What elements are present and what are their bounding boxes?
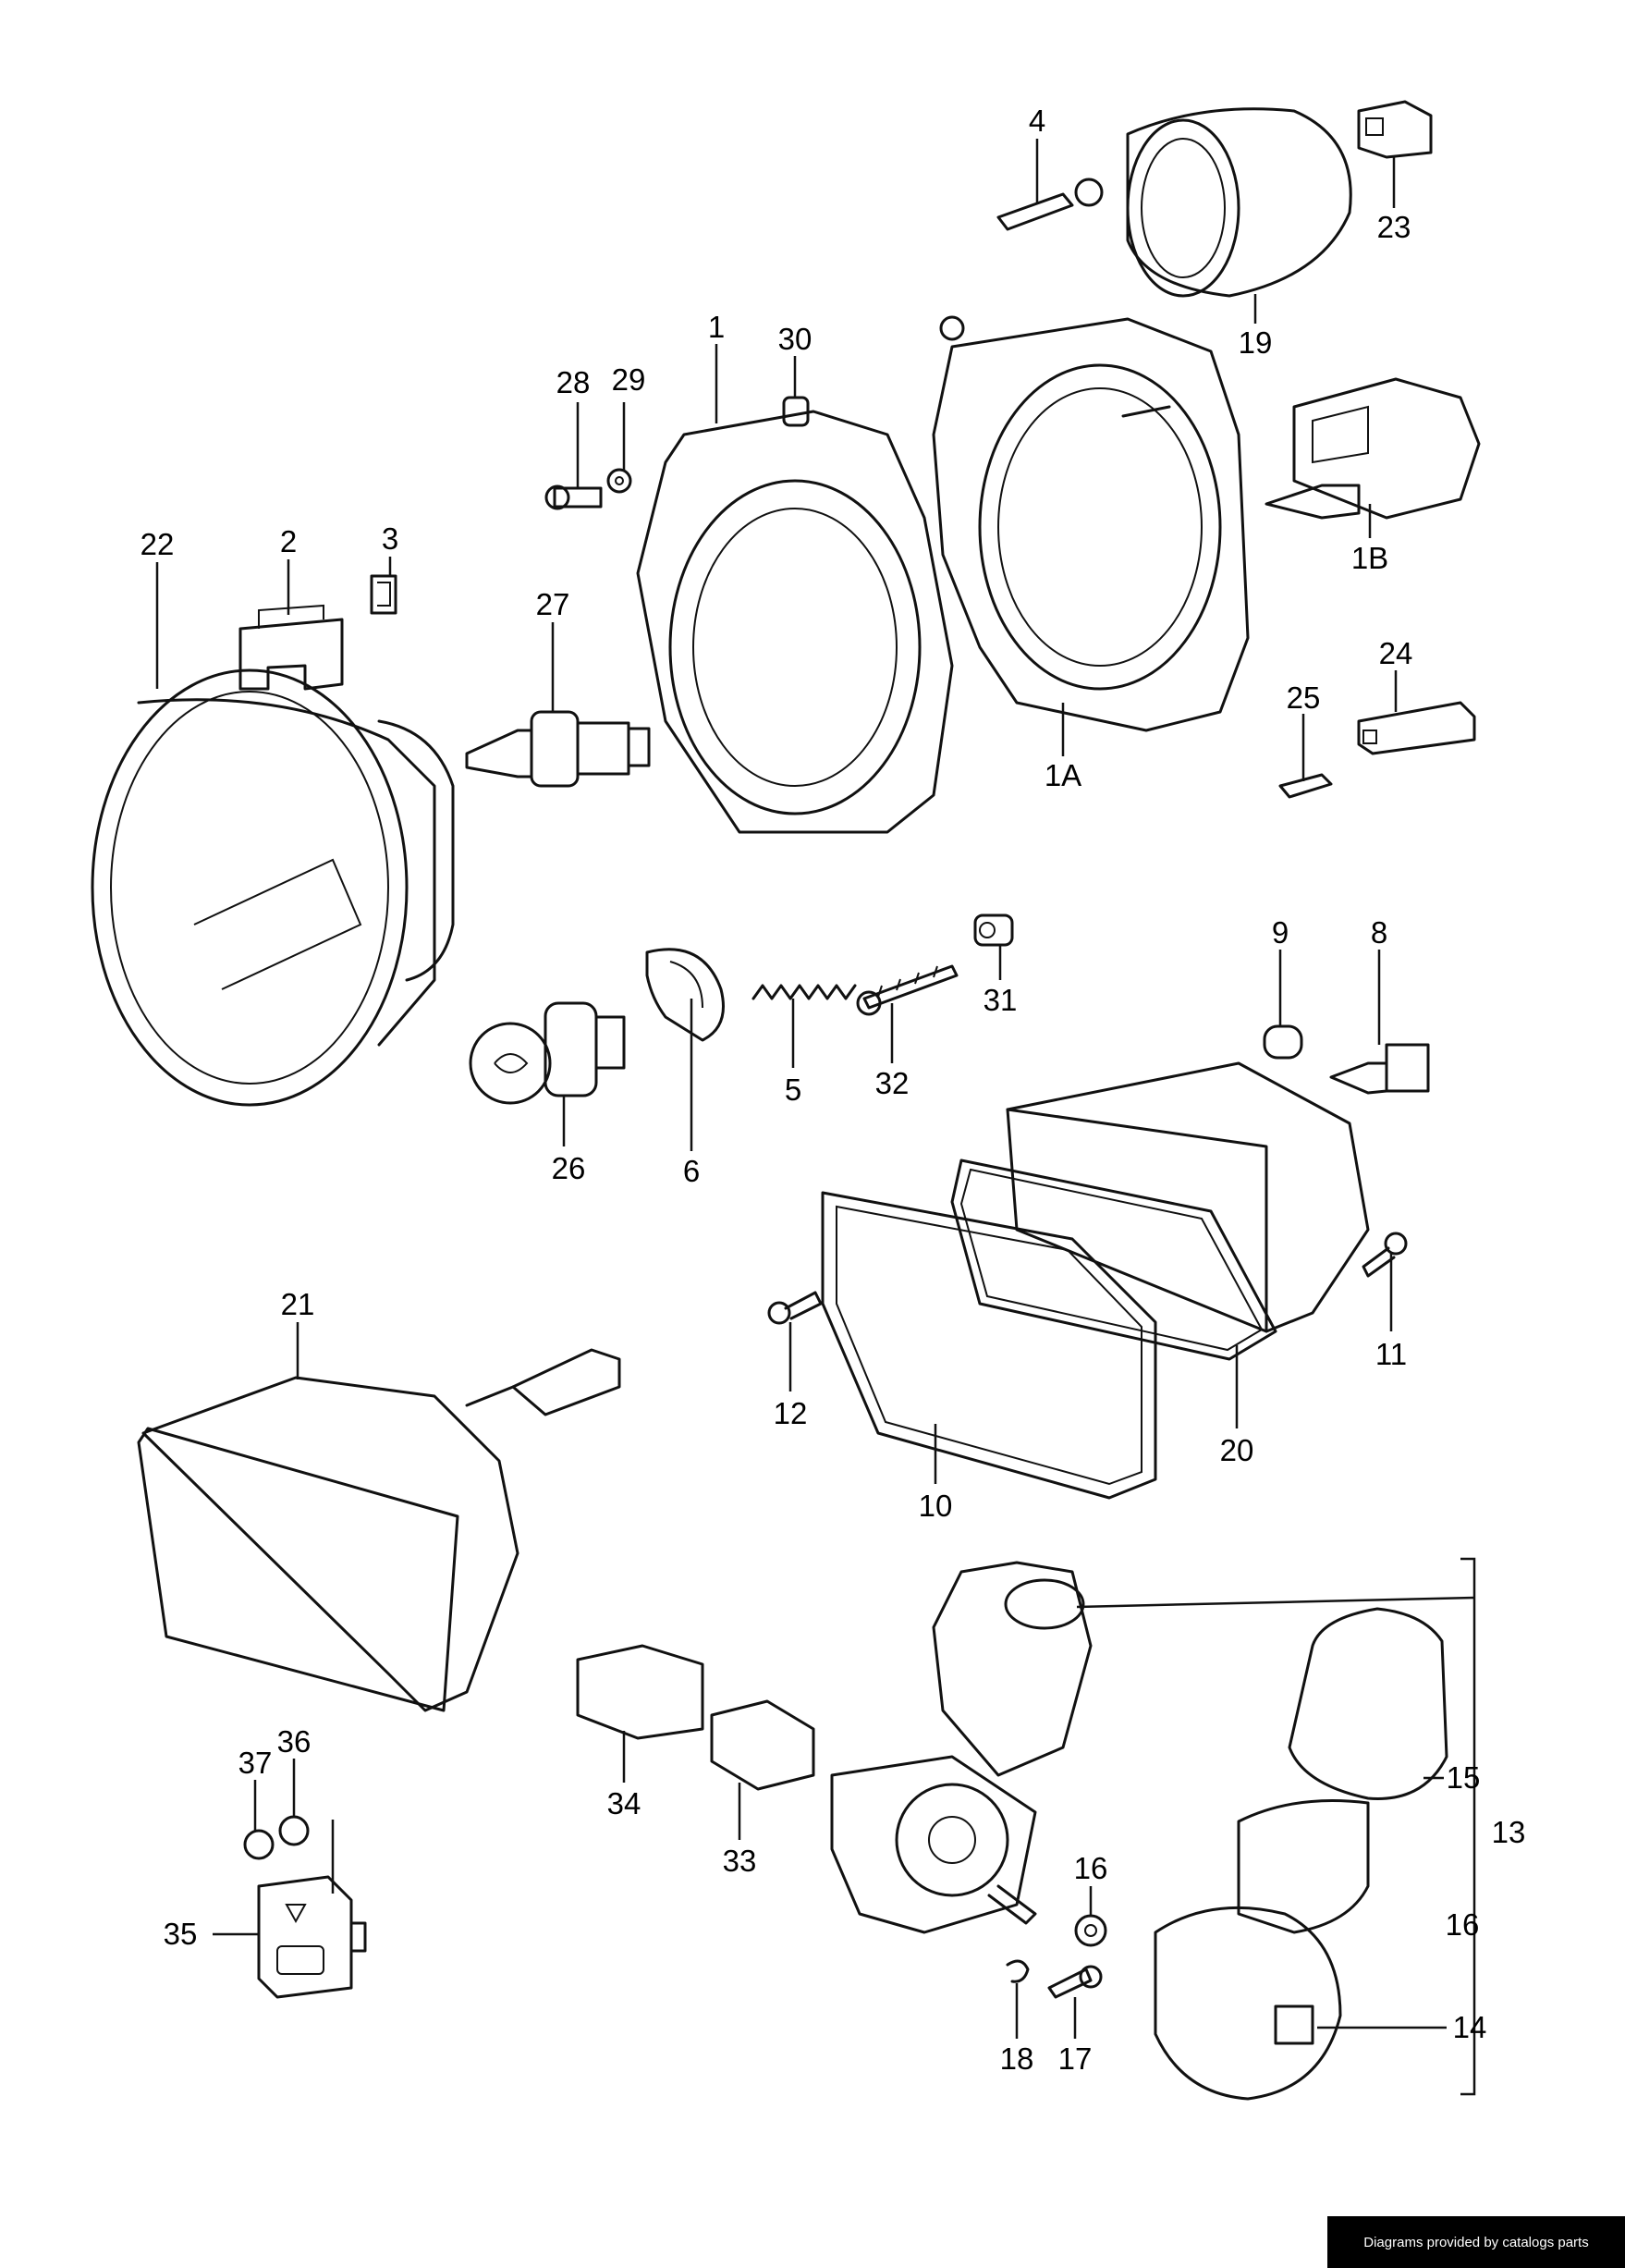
callout-29: 29: [612, 362, 646, 397]
callout-4: 4: [1029, 104, 1045, 138]
rectangular-housing-drawing: [1006, 1061, 1370, 1333]
h4-bulb-drawing: [465, 710, 651, 788]
connector-clip-drawing: [238, 604, 344, 691]
callout-26: 26: [552, 1151, 586, 1185]
callout-12: 12: [774, 1396, 808, 1430]
connector-24-drawing: [1357, 701, 1476, 755]
leader-lines: [155, 139, 1476, 2096]
relay-34-drawing: [576, 1644, 704, 1740]
nut-31-drawing: [973, 913, 1014, 947]
bolt-17-drawing: [1047, 1965, 1103, 1999]
callout-1: 1: [708, 310, 725, 344]
callout-11: 11: [1375, 1337, 1407, 1371]
callout-36: 36: [277, 1724, 312, 1759]
callout-34: 34: [607, 1786, 641, 1821]
small-bulb-25-drawing: [1278, 773, 1333, 799]
clip-18-drawing: [1006, 1959, 1030, 1983]
callout-14: 14: [1453, 2010, 1487, 2044]
control-unit-35-drawing: [257, 1875, 367, 1999]
callout-37: 37: [238, 1746, 273, 1780]
nut-16-drawing: [1074, 1914, 1107, 1947]
callout-27: 27: [536, 587, 570, 621]
callout-19: 19: [1239, 325, 1273, 360]
callout-18: 18: [1000, 2041, 1034, 2076]
callout-16-fastener: 16: [1074, 1851, 1108, 1885]
callout-30: 30: [778, 322, 812, 356]
round-headlight-drawing: [91, 668, 455, 1107]
spring-5-drawing: [751, 984, 857, 1000]
callout-8: 8: [1371, 915, 1387, 950]
callout-2: 2: [280, 524, 297, 558]
bulb-9-drawing: [1263, 1024, 1303, 1060]
mounting-ring-drawing: [636, 410, 954, 834]
footer-credit: Diagrams provided by catalogs parts: [1327, 2216, 1625, 2268]
callout-28: 28: [556, 365, 591, 399]
adjusting-screw-drawing: [996, 178, 1104, 231]
callout-22: 22: [141, 527, 175, 561]
screw-12-drawing: [767, 1291, 823, 1325]
pump-body-14-drawing: [1154, 1799, 1370, 2101]
nut-37-drawing: [243, 1829, 275, 1860]
callout-15: 15: [1447, 1760, 1481, 1795]
callout-17: 17: [1058, 2041, 1093, 2076]
small-clip-drawing: [370, 574, 397, 615]
callout-35: 35: [164, 1917, 198, 1951]
callout-labels: 22 2 3 27 28 29 1 30 4 19 23 1B 1A 24 25…: [141, 104, 1526, 2076]
headlight-bracket-frame-drawing: [932, 315, 1250, 732]
callout-32: 32: [875, 1066, 910, 1100]
washer-36-drawing: [278, 1815, 310, 1846]
callout-24: 24: [1379, 636, 1413, 670]
rubber-boot-drawing: [1126, 107, 1352, 298]
screw-28-drawing: [544, 484, 603, 510]
callout-20: 20: [1220, 1433, 1254, 1467]
fog-lens-10-drawing: [821, 1191, 1157, 1500]
callout-33: 33: [723, 1844, 757, 1878]
rectangular-headlight-drawing: [137, 1348, 621, 1712]
bulb-holder-1b-drawing: [1265, 377, 1481, 520]
nut-30-drawing: [782, 396, 810, 427]
callout-3: 3: [382, 521, 398, 556]
callout-1b: 1B: [1351, 541, 1388, 575]
relay-33-drawing: [710, 1699, 815, 1791]
screw-11-drawing: [1362, 1232, 1408, 1278]
washer-29-drawing: [606, 468, 632, 494]
callout-10: 10: [919, 1489, 953, 1523]
bulb-26-drawing: [469, 1001, 626, 1105]
callout-9: 9: [1272, 915, 1289, 950]
callout-16-bracket: 16: [1446, 1907, 1480, 1942]
retaining-spring-6-drawing: [645, 948, 725, 1042]
filter-cap-15-drawing: [1288, 1607, 1448, 1800]
callout-31: 31: [984, 983, 1018, 1017]
bulb-8-drawing: [1329, 1043, 1430, 1095]
callout-21: 21: [281, 1287, 315, 1321]
callout-25: 25: [1287, 680, 1321, 715]
washer-pump-drawing: [830, 1561, 1093, 1934]
callout-5: 5: [785, 1073, 801, 1107]
connector-23-drawing: [1357, 100, 1433, 159]
callout-23: 23: [1377, 210, 1411, 244]
callout-6: 6: [683, 1154, 700, 1188]
gasket-20-drawing: [950, 1159, 1277, 1361]
callout-13-bracket: 13: [1492, 1815, 1526, 1849]
adjusting-screw-32-drawing: [856, 964, 959, 1016]
callout-1a: 1A: [1045, 758, 1081, 792]
